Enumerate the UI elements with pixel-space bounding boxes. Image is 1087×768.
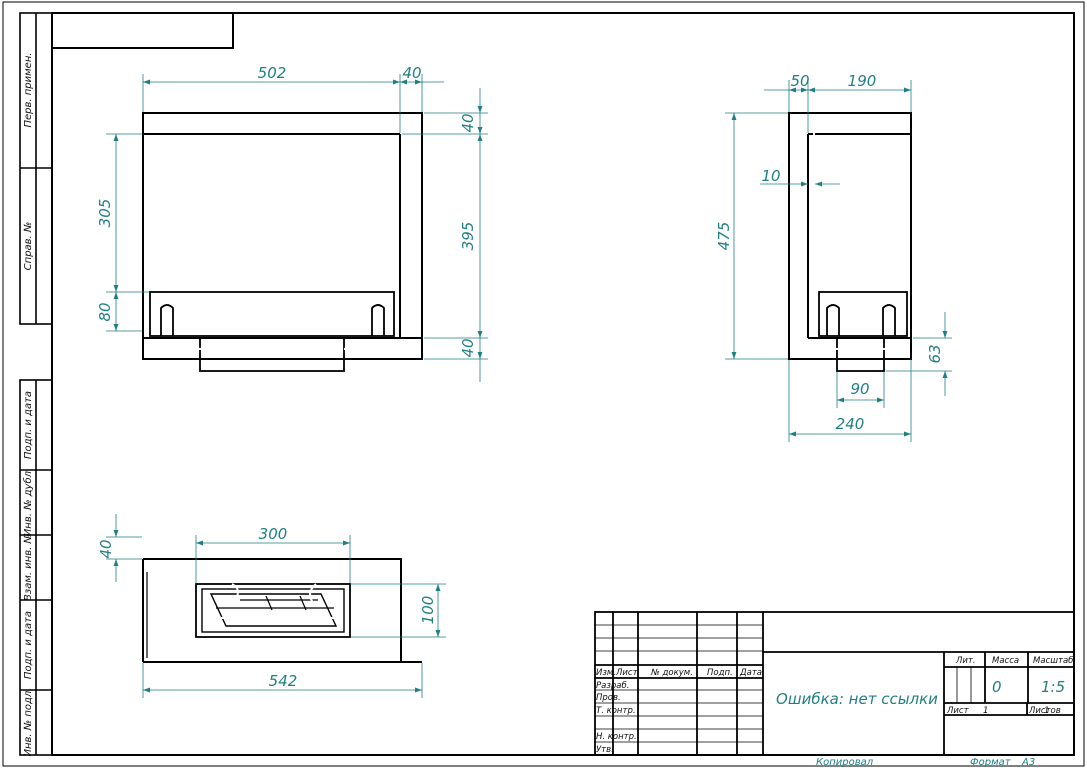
dim-side-90: 90 — [850, 380, 869, 398]
dim-front-305: 305 — [96, 199, 114, 228]
dim-front-395: 395 — [459, 222, 477, 251]
side-label-vzam-inv-no: Взам. инв. № — [23, 533, 34, 601]
tb-sheet-value: 1 — [983, 706, 988, 716]
tb-col-data: Дата — [739, 668, 762, 678]
dim-top-542: 542 — [269, 672, 298, 690]
side-strip — [19, 12, 53, 756]
dim-front-40-bottom: 40 — [459, 338, 477, 357]
tb-sheet-label: Лист — [946, 706, 970, 716]
dim-side-240: 240 — [836, 415, 865, 433]
dim-front-40-width: 40 — [402, 64, 421, 82]
dim-side-475: 475 — [715, 222, 733, 251]
top-view — [142, 558, 422, 663]
tb-row-nkontr: Н. контр. — [596, 732, 637, 742]
tb-row-tkontr: Т. контр. — [596, 706, 636, 716]
footer-format-label: Формат — [970, 757, 1012, 768]
tb-col-list: Лист — [615, 668, 639, 678]
side-label-podp-i-data-1: Подп. и дата — [23, 391, 34, 459]
tb-scale-label: Масштаб — [1033, 656, 1073, 666]
dim-side-10: 10 — [761, 167, 780, 185]
dim-top-100: 100 — [419, 596, 437, 625]
tb-col-doc: № докум. — [650, 668, 693, 678]
side-label-podp-i-data-2: Подп. и дата — [23, 611, 34, 679]
front-dimensions — [106, 74, 488, 382]
dim-top-40: 40 — [97, 539, 115, 558]
footer-format-value: A3 — [1021, 757, 1035, 768]
tb-col-podp: Подп. — [707, 668, 733, 678]
tb-sheets-label: Листов — [1028, 706, 1061, 716]
side-label-inv-no-podl: Инв. № подл. — [23, 688, 34, 757]
tb-sheets-value: 1 — [1044, 706, 1049, 716]
tb-col-izm: Изм. — [596, 668, 616, 678]
dim-front-502: 502 — [258, 64, 287, 82]
tb-scale-value: 1:5 — [1041, 678, 1065, 696]
tb-lit-label: Лит. — [955, 656, 976, 666]
tb-designation: Ошибка: нет ссылки — [776, 690, 938, 708]
dim-side-50: 50 — [790, 72, 809, 90]
dim-top-300: 300 — [259, 525, 288, 543]
side-view — [788, 112, 912, 372]
dim-side-63: 63 — [926, 344, 944, 363]
tb-row-razrab: Разраб. — [596, 681, 629, 691]
tb-mass-value: 0 — [992, 678, 1002, 696]
dim-front-40-top: 40 — [459, 113, 477, 132]
dim-side-190: 190 — [848, 72, 877, 90]
side-label-inv-no-dubl: Инв. № дубл. — [22, 468, 34, 536]
title-block — [594, 611, 1075, 756]
tb-row-utv: Утв. — [596, 745, 614, 755]
dim-front-80: 80 — [96, 302, 114, 321]
top-dimensions — [106, 514, 446, 698]
front-view — [142, 112, 423, 372]
side-label-sprav-no: Справ. № — [23, 222, 34, 271]
side-label-perv-primen: Перв. примен. — [23, 52, 34, 127]
side-dimensions — [725, 80, 952, 442]
tb-mass-label: Масса — [992, 656, 1019, 666]
tb-row-prov: Пров. — [596, 693, 621, 703]
footer-copied: Копировал — [816, 757, 874, 768]
title-block-thin-lines — [595, 624, 972, 743]
